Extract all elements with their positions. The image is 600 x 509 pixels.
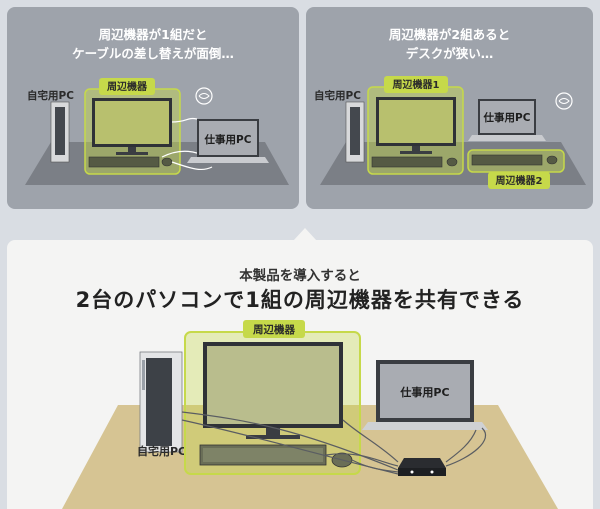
callout-pointer xyxy=(293,228,317,241)
home-pc-tower-icon xyxy=(139,351,183,453)
home-pc-label: 自宅用PC xyxy=(314,89,361,102)
cable xyxy=(342,419,399,463)
home-pc-tower-icon xyxy=(50,101,70,163)
home-pc-label: 自宅用PC xyxy=(137,444,186,458)
mouse-icon xyxy=(546,155,558,165)
cable xyxy=(171,117,198,123)
peripherals2-tag xyxy=(488,172,550,189)
two-sets-illustration: 自宅用PC 周辺機器1 仕事用PC 周辺機器2 xyxy=(314,76,586,189)
panel-caption: 周辺機器が1組だと ケーブルの差し替えが面倒… xyxy=(7,25,299,63)
confused-icon xyxy=(555,92,573,110)
cable xyxy=(351,459,399,473)
work-pc-laptop-icon xyxy=(187,119,269,163)
caption-line-1: 周辺機器が2組あると xyxy=(388,27,511,42)
home-pc-tower-icon xyxy=(345,101,365,163)
mouse-icon xyxy=(446,157,458,167)
monitor-icon xyxy=(203,342,343,439)
monitor-icon xyxy=(376,97,456,154)
home-pc-label: 自宅用PC xyxy=(27,89,74,102)
kvm-switch-icon xyxy=(398,458,446,476)
work-pc-label: 仕事用PC xyxy=(399,385,449,399)
caption-line-2: ケーブルの差し替えが面倒… xyxy=(72,46,234,61)
panel-caption: 周辺機器が2組あると デスクが狭い… xyxy=(306,25,593,63)
keyboard-icon xyxy=(371,156,443,168)
keyboard-icon xyxy=(471,154,543,166)
peripherals1-label: 周辺機器1 xyxy=(393,78,440,91)
problem-panel-single-set: 周辺機器が1組だと ケーブルの差し替えが面倒… 自宅用PC 周辺機器 xyxy=(7,7,299,209)
peripherals-tag xyxy=(99,78,155,95)
work-pc-laptop-icon xyxy=(362,360,488,430)
peripherals-label: 周辺機器 xyxy=(107,80,148,93)
work-pc-label: 仕事用PC xyxy=(204,133,252,146)
keyboard-icon xyxy=(88,156,160,168)
monitor-icon xyxy=(92,98,172,155)
work-pc-label: 仕事用PC xyxy=(483,111,531,124)
confused-icon xyxy=(195,87,213,105)
peripherals-label: 周辺機器 xyxy=(253,323,295,336)
problem-panel-two-sets: 周辺機器が2組あると デスクが狭い… 自宅用PC 周辺機器1 仕事用PC xyxy=(306,7,593,209)
cable xyxy=(445,427,487,467)
cable xyxy=(171,161,213,171)
peripherals2-label: 周辺機器2 xyxy=(496,174,543,187)
peripherals1-tag xyxy=(384,76,448,93)
solution-heading: 2台のパソコンで1組の周辺機器を共有できる xyxy=(75,288,525,312)
single-set-illustration: 自宅用PC 周辺機器 仕事用PC xyxy=(25,78,289,185)
keyboard-icon xyxy=(199,444,327,466)
caption-line-2: デスクが狭い… xyxy=(405,46,494,61)
cable xyxy=(325,453,399,467)
peripherals-tag xyxy=(243,320,305,338)
solution-subheading: 本製品を導入すると xyxy=(239,268,361,284)
work-pc-laptop-icon xyxy=(468,99,546,141)
cable xyxy=(445,429,477,463)
caption-line-1: 周辺機器が1組だと xyxy=(98,27,208,42)
